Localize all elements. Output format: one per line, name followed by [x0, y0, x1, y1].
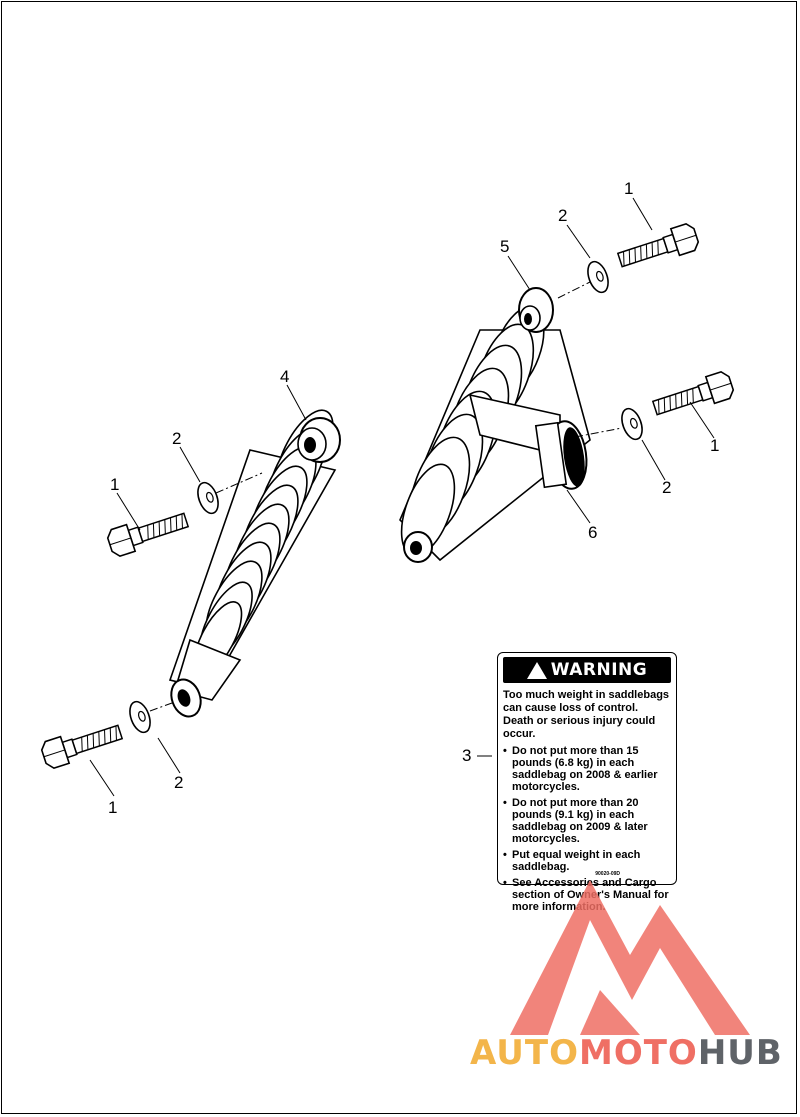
left-shock-absorber [168, 409, 341, 718]
warning-bullet: Put equal weight in each saddlebag. [503, 849, 671, 873]
warning-part-code: 90020-09D [595, 871, 620, 877]
warning-heading: WARNING [503, 657, 671, 683]
brand-part-auto: AUTO [470, 1033, 579, 1073]
callout-bolt-top-right: 1 [624, 179, 634, 198]
callout-bolt-left-upper: 1 [110, 475, 120, 494]
warning-heading-text: WARNING [550, 660, 648, 680]
callout-washer-left-upper: 2 [172, 429, 182, 448]
warning-bullet: Do not put more than 20 pounds (9.1 kg) … [503, 797, 671, 845]
callout-adjuster-knob: 6 [588, 523, 598, 542]
callout-bushing-right: 5 [500, 237, 510, 256]
saddlebag-warning-label: WARNING Too much weight in saddlebags ca… [497, 652, 677, 913]
callout-washer-right-lower: 2 [662, 478, 672, 497]
warning-intro-text: Too much weight in saddlebags can cause … [503, 689, 670, 740]
callout-warning-label: 3 [462, 746, 472, 765]
callout-bolt-right-lower: 1 [710, 436, 720, 455]
callout-leader-lines [89, 197, 715, 797]
brand-part-moto: MOTO [578, 1033, 698, 1073]
warning-bullet: Do not put more than 15 pounds (6.8 kg) … [503, 745, 671, 793]
warning-triangle-icon [526, 661, 547, 679]
callout-spacer-left: 4 [280, 367, 290, 386]
brand-part-hub: HUB [697, 1033, 783, 1073]
callout-washer-top-right: 2 [558, 206, 568, 225]
callout-washer-left-lower: 2 [174, 773, 184, 792]
assembly-center-lines [149, 281, 623, 712]
watermark-brand: AUTOMOTOHUB [470, 1036, 783, 1070]
right-shock-absorber [399, 287, 591, 563]
callout-bolt-left-lower: 1 [108, 798, 118, 817]
